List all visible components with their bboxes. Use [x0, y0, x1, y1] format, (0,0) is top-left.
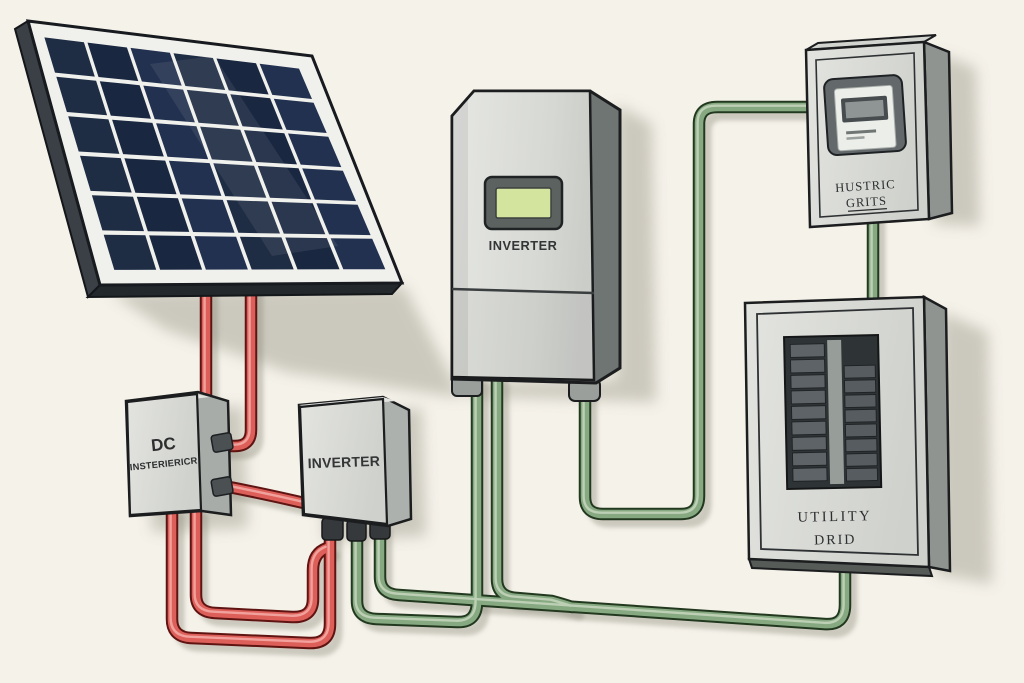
solar-cell: [80, 155, 132, 193]
main-inverter-seam: [451, 287, 595, 295]
solar-cell-grid: [44, 37, 386, 270]
solar-cell: [99, 81, 151, 119]
solar-cell: [259, 63, 312, 99]
electric-meter: HUSTRIC GRITS: [804, 34, 954, 229]
breaker-switch: [791, 420, 827, 436]
meter-inner-border: [815, 52, 919, 218]
solar-cell: [91, 195, 144, 232]
main-inverter-unit: INVERTER: [450, 89, 622, 402]
breaker-switch: [789, 343, 825, 358]
dc-disconnect-front: [125, 392, 203, 517]
solar-cell: [130, 47, 182, 86]
main-inverter-lower-section: [452, 290, 594, 380]
breaker-switch: [843, 364, 876, 379]
solar-cell: [181, 198, 235, 233]
meter-display-group: [823, 74, 907, 157]
solar-cell: [316, 203, 371, 236]
breaker-switch: [845, 438, 878, 453]
meter-detail-bar: [846, 129, 877, 135]
meter-label-underline: [847, 208, 887, 212]
breaker-switch: [790, 358, 826, 374]
main-inverter-front: [450, 89, 596, 382]
solar-cell: [200, 126, 253, 162]
main-inverter-label: INVERTER: [489, 238, 558, 253]
utility-label-line2: DRID: [814, 533, 857, 549]
breaker-switch: [791, 405, 827, 420]
string-inverter-label: INVERTER: [307, 453, 380, 472]
lcd-screen: [495, 187, 552, 219]
solar-cell: [244, 130, 297, 165]
dc-disconnect-box: DC INSTERIERICR: [124, 390, 234, 518]
solar-cell: [213, 163, 267, 198]
breaker-divider: [827, 339, 845, 485]
solar-cell: [173, 53, 226, 90]
solar-cell: [288, 133, 342, 168]
breaker-switch: [844, 423, 878, 438]
solar-cell: [271, 201, 326, 235]
solar-cell: [257, 165, 312, 200]
string-inverter-terminal-dc: [321, 517, 344, 541]
main-inverter-left-shade: [452, 98, 468, 377]
utility-label-line1: UTILITY: [797, 508, 872, 526]
solar-cell: [168, 160, 222, 196]
solar-cell: [302, 168, 356, 202]
utility-inner-border: [756, 307, 919, 556]
breaker-switch: [790, 389, 826, 405]
solar-cell: [273, 98, 327, 133]
breaker-switch: [790, 374, 826, 389]
meter-detail-bar2: [846, 136, 865, 140]
dc-disconnect-label-line1: DC: [150, 434, 176, 455]
breaker-panel: UTILITY DRID: [783, 334, 883, 549]
solar-cell: [143, 85, 195, 123]
solar-cell: [112, 119, 164, 157]
breaker-switch: [844, 408, 877, 423]
utility-grid-panel: UTILITY DRID: [743, 294, 952, 578]
meter-label-line2: GRITS: [845, 194, 887, 211]
solar-cell: [136, 196, 190, 232]
solar-cell: [44, 37, 95, 77]
breaker-switch: [844, 379, 877, 394]
breaker-switch: [844, 394, 877, 409]
breaker-switch: [845, 467, 879, 482]
solar-cell: [156, 123, 209, 160]
solar-cell: [149, 235, 203, 270]
solar-cell: [239, 236, 294, 270]
solar-cell: [87, 42, 139, 82]
breaker-switches: [789, 343, 879, 482]
breaker-switch: [845, 452, 878, 467]
solar-cell: [103, 234, 157, 270]
solar-cell: [226, 200, 280, 234]
breaker-switch: [791, 436, 827, 451]
dc-output-terminal: [210, 476, 234, 497]
solar-cell: [194, 236, 248, 270]
meter-lcd: [845, 99, 885, 119]
solar-panel: [13, 19, 405, 299]
solar-cell: [186, 89, 239, 126]
string-inverter-front: [298, 397, 389, 526]
solar-panel-shadow: [110, 286, 462, 398]
meter-label-group: HUSTRIC GRITS: [835, 177, 896, 212]
solar-cell: [230, 94, 283, 130]
solar-cell: [285, 237, 340, 270]
string-inverter-box: INVERTER: [297, 395, 413, 542]
solar-panel-glare: [150, 56, 338, 256]
solar-cell: [330, 238, 386, 270]
solar-cell: [56, 76, 108, 116]
solar-cell: [216, 58, 269, 95]
meter-label-line1: HUSTRIC: [835, 177, 896, 195]
breaker-switch: [792, 451, 828, 467]
solar-cell: [124, 158, 177, 195]
solar-cell: [68, 116, 120, 154]
breaker-switch: [792, 467, 828, 482]
dc-input-terminal: [210, 432, 234, 453]
